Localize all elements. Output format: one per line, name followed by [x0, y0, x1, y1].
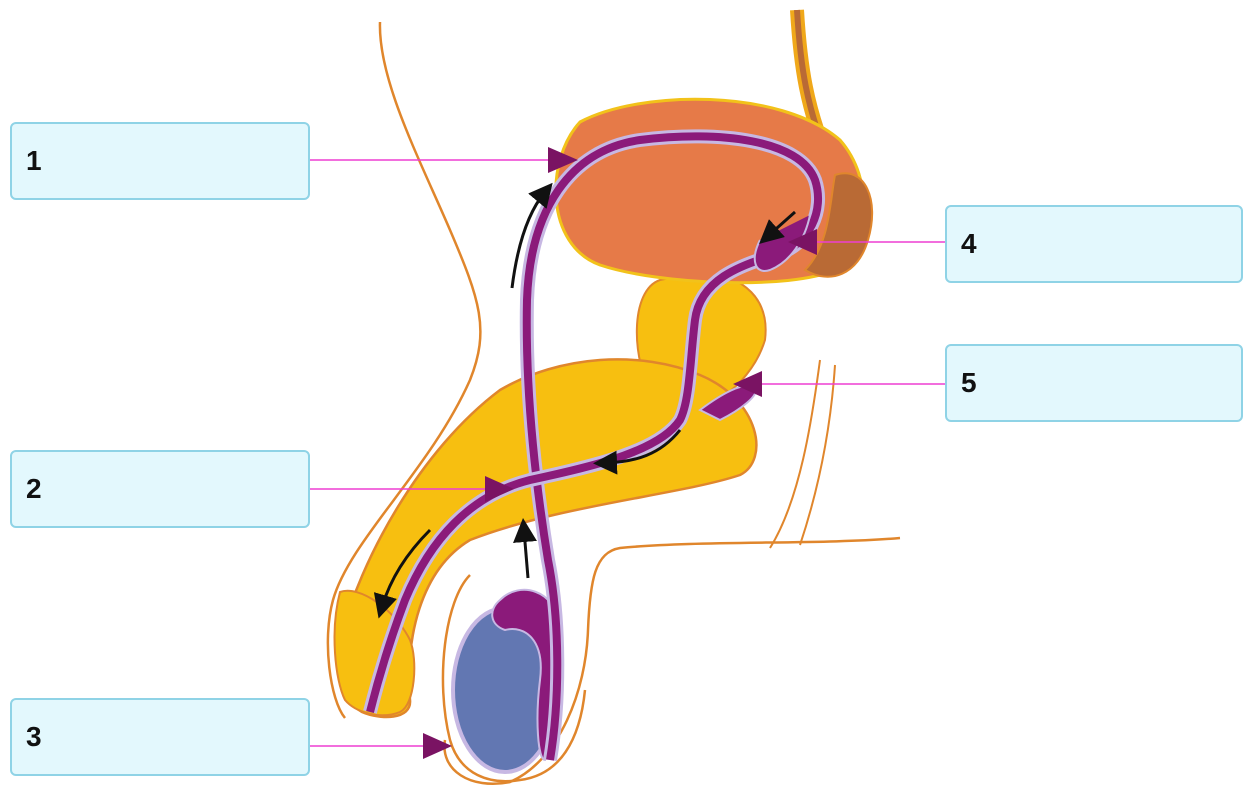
label-number: 4	[961, 228, 977, 260]
perineum-outline	[770, 360, 835, 548]
label-number: 2	[26, 473, 42, 505]
pointer-triangle-icon	[423, 733, 452, 759]
pointer-3	[310, 733, 452, 759]
label-box-1[interactable]: 1	[10, 122, 310, 200]
label-number: 5	[961, 367, 977, 399]
label-number: 3	[26, 721, 42, 753]
label-number: 1	[26, 145, 42, 177]
pointer-1	[310, 147, 578, 173]
label-box-4[interactable]: 4	[945, 205, 1243, 283]
label-box-2[interactable]: 2	[10, 450, 310, 528]
pointer-5	[733, 371, 945, 397]
flow-arrow-icon	[524, 530, 528, 578]
label-box-3[interactable]: 3	[10, 698, 310, 776]
label-box-5[interactable]: 5	[945, 344, 1243, 422]
